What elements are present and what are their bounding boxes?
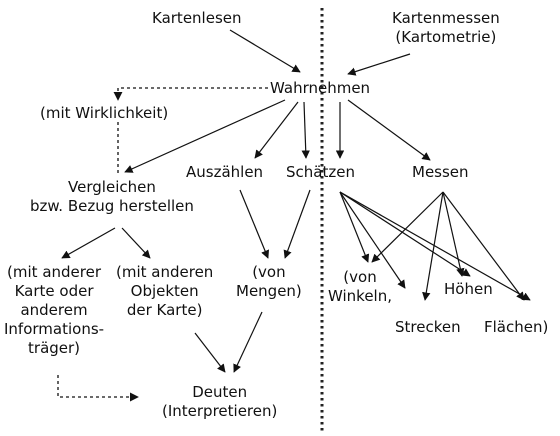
dashed-traeger-deuten	[57, 375, 139, 402]
arrow-messen-winkeln	[371, 191, 444, 263]
arrow-schaetzen-hoehen	[339, 191, 471, 277]
node-objekte-line3: der Karte)	[126, 301, 203, 319]
node-andere-karte-line4: Informations-	[4, 320, 105, 338]
arrow-kartenlesen-wahrnehmen	[229, 29, 301, 73]
node-kartenmessen-line2: (Kartometrie)	[395, 28, 497, 46]
node-deuten-line1: Deuten	[192, 383, 248, 401]
arrow-messen-hoehen	[442, 191, 465, 277]
node-flaechen: Flächen)	[484, 318, 549, 336]
node-schaetzen: Schätzen	[286, 163, 355, 181]
node-mengen: (von Mengen)	[236, 263, 302, 301]
node-kartenlesen: Kartenlesen	[152, 9, 242, 27]
arrow-vergleichen-objekte	[121, 227, 151, 259]
node-mengen-line2: Mengen)	[236, 282, 302, 300]
node-messen: Messen	[412, 163, 469, 181]
arrow-wahrnehmen-auszaehlen	[254, 101, 299, 159]
node-andere-karte-line5: träger)	[28, 339, 81, 357]
node-winkeln-line1: (von	[343, 268, 377, 286]
node-vergleichen-line2: bzw. Bezug herstellen	[30, 197, 194, 215]
arrow-objekte-deuten	[194, 332, 226, 373]
node-andere-karte-line3: anderem	[20, 301, 88, 319]
arrow-mengen-deuten	[233, 311, 263, 373]
node-andere-karte-line2: Karte oder	[14, 282, 94, 300]
node-wahrnehmen: Wahrnehmen	[270, 79, 371, 97]
node-andere-karte: (mit anderer Karte oder anderem Informat…	[4, 263, 104, 358]
node-winkeln: (von Winkeln,	[328, 268, 392, 306]
node-vergleichen-line1: Vergleichen	[68, 178, 156, 196]
arrow-vergleichen-andere-karte	[61, 227, 116, 259]
node-kartenmessen: Kartenmessen (Kartometrie)	[392, 9, 500, 47]
node-objekte-line2: Objekten	[130, 282, 199, 300]
node-andere-karte-line1: (mit anderer	[7, 263, 102, 281]
node-kartenmessen-line1: Kartenmessen	[392, 9, 500, 27]
arrow-messen-flaechen	[442, 191, 525, 301]
arrow-messen-strecken	[422, 191, 444, 301]
node-mit-wirklichkeit: (mit Wirklichkeit)	[40, 104, 169, 122]
arrow-kartenmessen-wahrnehmen	[347, 53, 411, 76]
node-auszaehlen: Auszählen	[186, 163, 264, 181]
arrow-auszaehlen-mengen	[239, 189, 270, 259]
node-deuten: Deuten (Interpretieren)	[162, 383, 277, 421]
node-hoehen: Höhen	[444, 280, 493, 298]
arrow-wahrnehmen-schaetzen	[301, 101, 310, 159]
arrow-schaetzen-winkeln	[339, 191, 370, 263]
node-mengen-line1: (von	[252, 263, 286, 281]
node-strecken: Strecken	[395, 318, 461, 336]
arrow-schaetzen-flaechen	[339, 191, 531, 301]
node-winkeln-line2: Winkeln,	[328, 287, 392, 305]
dashed-wahrnehmen-wirklichkeit	[113, 87, 268, 101]
node-vergleichen: Vergleichen bzw. Bezug herstellen	[30, 178, 194, 216]
node-deuten-line2: (Interpretieren)	[162, 402, 278, 420]
arrow-wahrnehmen-vergleichen	[124, 99, 286, 173]
arrow-wahrnehmen-messen	[347, 99, 431, 161]
arrow-schaetzen-mengen	[283, 189, 311, 259]
arrow-schaetzen-strecken	[339, 191, 406, 289]
node-objekte-line1: (mit anderen	[116, 263, 214, 281]
node-objekte: (mit anderen Objekten der Karte)	[116, 263, 213, 320]
